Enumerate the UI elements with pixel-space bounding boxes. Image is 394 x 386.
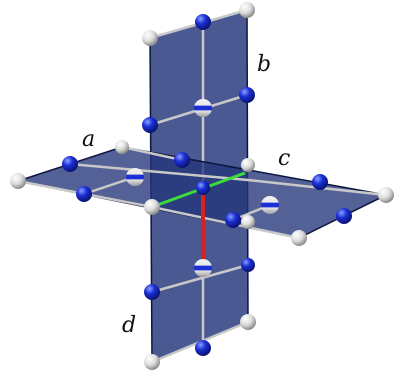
atom-blue [76, 186, 92, 202]
atom-blue [174, 152, 190, 168]
atom-blue [241, 258, 255, 272]
label-c: c [278, 146, 290, 171]
atom-white [142, 30, 158, 46]
atom-striped [194, 99, 212, 117]
atom-blue [336, 208, 352, 224]
label-b: b [257, 52, 271, 77]
atom-white [144, 354, 160, 370]
atom-blue [239, 87, 255, 103]
atom-white [378, 187, 394, 203]
atom-white [291, 230, 307, 246]
label-a: a [82, 127, 95, 152]
atom-striped [261, 196, 279, 214]
atom-white [239, 2, 255, 18]
atom-white [115, 140, 129, 154]
atom-blue [195, 14, 211, 30]
atoms [10, 2, 394, 370]
atom-blue [195, 340, 211, 356]
atom-white [10, 173, 26, 189]
atom-white [241, 158, 255, 172]
atom-blue [142, 117, 158, 133]
atom-blue [62, 156, 78, 172]
atom-white [241, 215, 255, 229]
atom-striped [126, 168, 144, 186]
atom-blue [144, 284, 160, 300]
atom-white [144, 199, 160, 215]
atom-blue [312, 174, 328, 190]
atom-striped [194, 259, 212, 277]
atom-blue-center [196, 181, 210, 195]
atom-blue [225, 212, 241, 228]
atom-white [240, 314, 256, 330]
label-d: d [122, 313, 136, 338]
